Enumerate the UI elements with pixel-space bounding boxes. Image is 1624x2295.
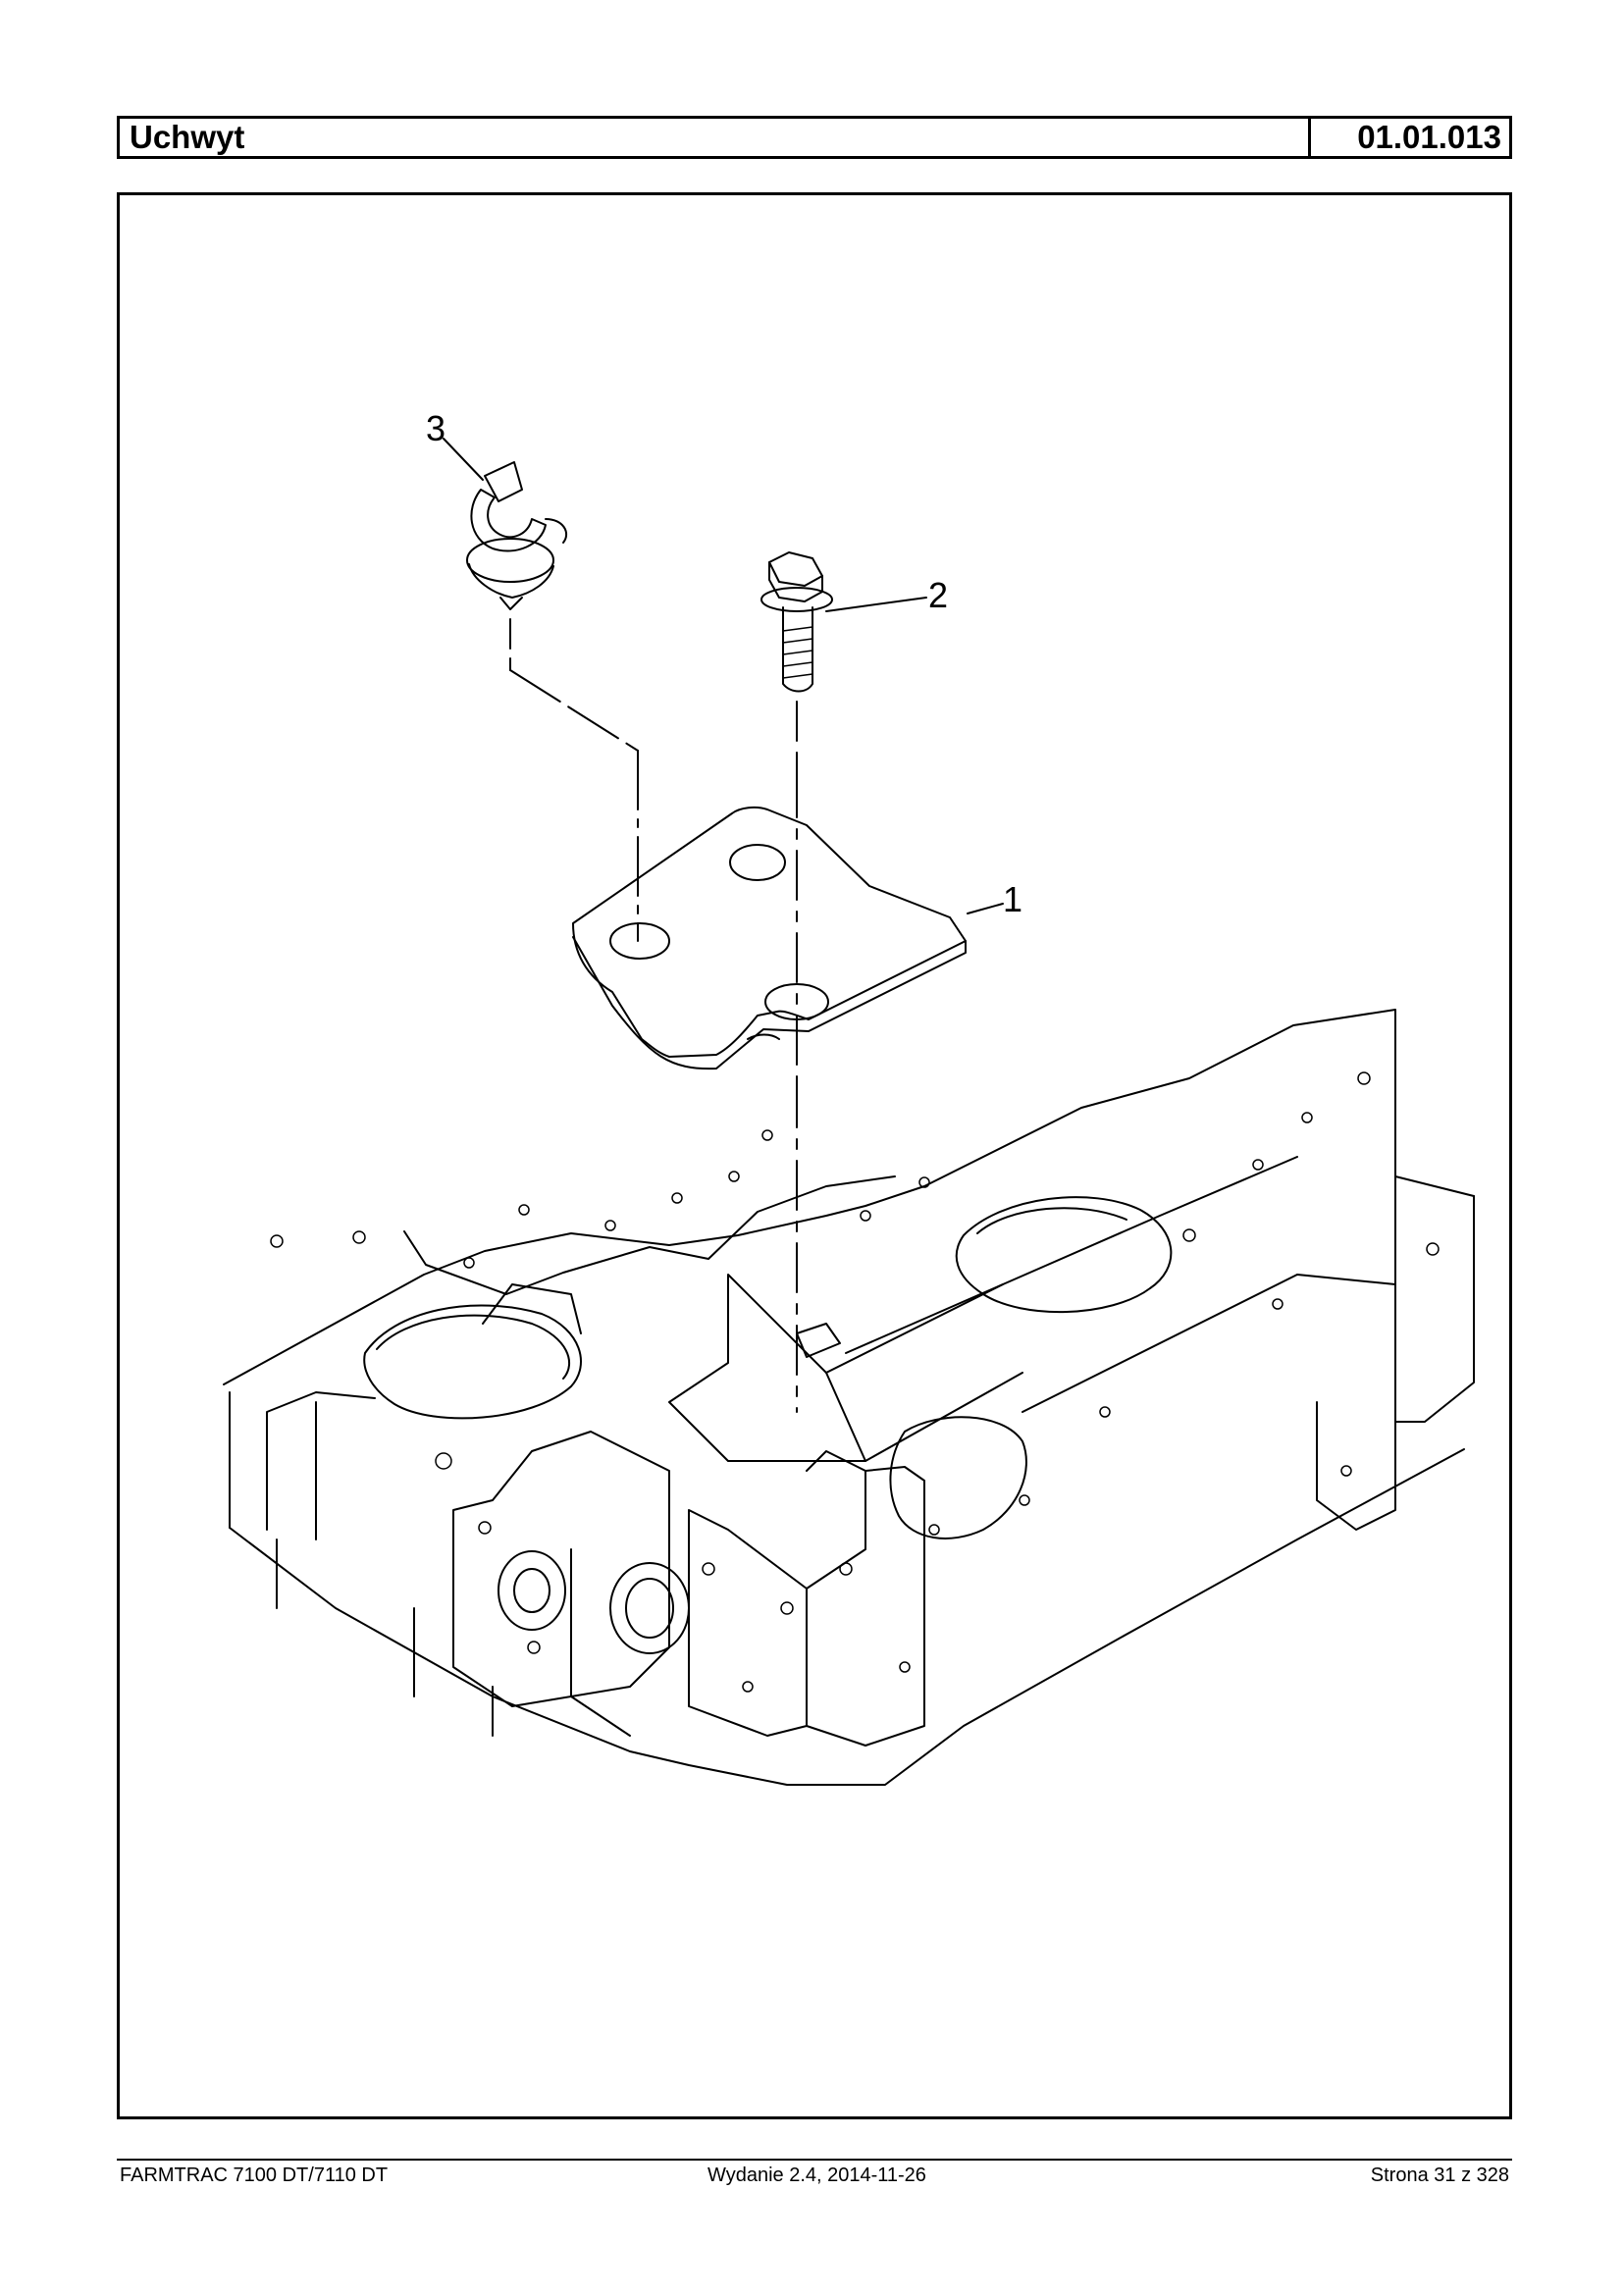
callout-3: 3 xyxy=(426,408,445,448)
callout-2: 2 xyxy=(928,575,948,615)
page-header: Uchwyt 01.01.013 xyxy=(117,116,1512,159)
footer-page-number: Strona 31 z 328 xyxy=(1370,2165,1509,2186)
callout-1: 1 xyxy=(1003,879,1022,919)
engine-bolt-holes xyxy=(270,1071,1440,1693)
exploded-view-drawing: 3 2 1 xyxy=(223,408,1475,1786)
part-bolt xyxy=(760,551,833,693)
footer-divider xyxy=(117,2159,1512,2161)
part-clip xyxy=(466,461,568,610)
exploded-view-frame: 3 2 1 xyxy=(117,192,1512,2119)
footer-edition: Wydanie 2.4, 2014-11-26 xyxy=(707,2165,926,2186)
section-code: 01.01.013 xyxy=(1357,119,1501,155)
part-bracket-plate xyxy=(572,806,967,1070)
footer-model: FARMTRAC 7100 DT/7110 DT xyxy=(120,2165,389,2186)
engine-cylinder-head xyxy=(223,1009,1475,1786)
page-title: Uchwyt xyxy=(120,119,1311,156)
